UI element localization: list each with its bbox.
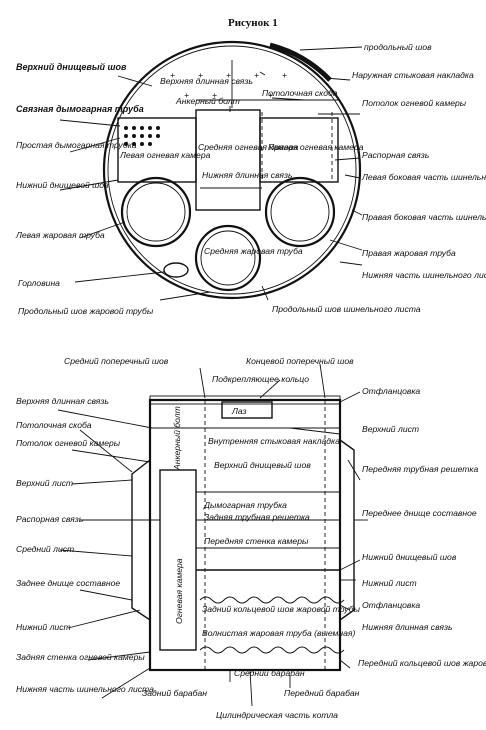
manhole xyxy=(163,262,189,278)
label-right-furnace: Правая жаровая труба xyxy=(362,248,456,258)
stiffening-ring xyxy=(149,395,341,405)
side-view-labels: Средний поперечный шов Концевой поперечн… xyxy=(16,356,486,720)
label-right-firebox: Правая огневая камера xyxy=(268,142,364,152)
label-stiffening-ring: Подкрепляющее кольцо xyxy=(212,374,309,384)
corrugated-furnace-bottom xyxy=(199,646,345,654)
label-end-circ-seam: Концевой поперечный шов xyxy=(246,356,354,366)
label-bottom-sheet-right: Нижний лист xyxy=(362,578,417,588)
label-flue-tube-side: Дымогарная трубка xyxy=(203,500,287,510)
flue-tube-grid xyxy=(124,126,160,146)
label-top-sheet-right: Верхний лист xyxy=(362,424,419,434)
label-outer-butt-strap: Наружная стыковая накладка xyxy=(352,70,474,80)
label-bottom-head-seam: Нижний днищевой шов xyxy=(16,180,109,190)
label-firebox-vertical: Огневая камера xyxy=(174,558,184,624)
label-middle-sheet: Средний лист xyxy=(16,544,74,554)
label-corrugated-furnace: Волнистая жаровая труба (выемная) xyxy=(202,628,355,638)
label-plain-flue-tube: Простая дымогарная трубка xyxy=(16,140,137,150)
svg-text:+: + xyxy=(198,70,203,80)
figure-title: Рисунок 1 xyxy=(228,17,278,29)
label-rear-head-composite: Заднее днище составное xyxy=(16,578,120,588)
label-top-long-stay-side: Верхняя длинная связь xyxy=(16,396,109,406)
label-flanging-bottom: Отфланцовка xyxy=(362,600,420,610)
left-furnace xyxy=(120,176,192,248)
svg-text:+: + xyxy=(184,90,189,100)
label-firebox-crown-side: Потолок огневой камеры xyxy=(16,438,121,448)
label-spreading-stay-side: Распорная связь xyxy=(16,514,84,524)
label-cylindrical-part: Цилиндрическая часть котла xyxy=(216,710,338,720)
boiler-shell xyxy=(102,40,362,300)
cross-section-view: + + + + + + + + xyxy=(102,40,362,300)
label-anchor-bolt-side: Анкерный болт xyxy=(172,406,182,471)
side-manhole xyxy=(221,401,273,419)
label-middle-circ-seam: Средний поперечный шов xyxy=(64,356,169,366)
label-bottom-shell-side: Нижняя часть шинельного листа xyxy=(16,684,154,694)
outer-butt-strap xyxy=(269,42,332,82)
label-ceiling-bracket: Потолочная скоба xyxy=(262,88,338,98)
label-rear-ring-seam: Задний кольцевой шов жаровой трубы xyxy=(202,604,361,614)
label-bottom-long-stay: Нижняя длинная связь xyxy=(202,170,293,180)
label-furnace-long-seam: Продольный шов жаровой трубы xyxy=(18,306,154,316)
label-bottom-head-seam-side: Нижний днищевый шов xyxy=(362,552,457,562)
middle-firebox xyxy=(195,109,261,211)
top-leaders xyxy=(59,46,363,301)
boiler-shell-inner xyxy=(107,45,357,295)
label-rear-firebox-wall: Задняя стенка огневой камеры xyxy=(16,652,145,662)
label-bottom-sheet-left: Нижний лист xyxy=(16,622,71,632)
middle-furnace xyxy=(194,224,262,292)
label-left-furnace: Левая жаровая труба xyxy=(15,230,105,240)
label-front-firebox-wall: Передняя стенка камеры xyxy=(204,536,309,546)
label-bottom-shell: Нижняя часть шинельного листа xyxy=(362,270,486,280)
label-inner-butt-strap: Внутренняя стыковая накладка xyxy=(208,436,340,446)
label-front-ring-seam: Передний кольцевой шов жаровой трубы xyxy=(358,658,486,668)
label-left-firebox: Левая огневая камера xyxy=(119,150,211,160)
svg-text:+: + xyxy=(170,70,175,80)
label-middle-drum: Средний барабан xyxy=(234,668,305,678)
label-front-head-composite: Переднее днище составное xyxy=(362,508,477,518)
label-left-side-shell: Левая боковая часть шинельного листа xyxy=(361,172,486,182)
label-front-drum: Передний барабан xyxy=(284,688,360,698)
corrugated-furnace-top xyxy=(199,596,345,604)
label-rear-drum: Задний барабан xyxy=(142,688,207,698)
svg-text:+: + xyxy=(212,90,217,100)
top-view-labels: продольный шов Верхний днищевый шов Верх… xyxy=(15,42,486,316)
firebox-chamber xyxy=(159,469,197,651)
longitudinal-section-view xyxy=(131,395,355,672)
front-head xyxy=(339,439,355,621)
side-leaders xyxy=(57,363,368,707)
label-anchor-bolt: Анкерный болт xyxy=(175,96,240,106)
label-longitudinal-seam-top: продольный шов xyxy=(364,42,432,52)
label-top-head-seam-side: Верхний днищевый шов xyxy=(214,460,311,470)
svg-text:+: + xyxy=(282,70,287,80)
right-firebox xyxy=(259,117,339,183)
label-middle-furnace: Средняя жаровая труба xyxy=(204,246,303,256)
svg-text:+: + xyxy=(254,70,259,80)
label-shell-long-seam: Продольный шов шинельного листа xyxy=(272,304,421,314)
label-top-head-seam: Верхний днищевый шов xyxy=(16,62,127,72)
rear-head xyxy=(131,458,151,622)
label-rear-tube-plate: Задняя трубная решетка xyxy=(204,512,310,522)
ceiling-brackets xyxy=(261,112,333,182)
label-manhole: Горловина xyxy=(18,278,60,288)
label-top-sheet-left: Верхний лист xyxy=(16,478,73,488)
steam-space-rivets: + + + + + + + + xyxy=(170,70,287,100)
label-firebox-crown: Потолок огневой камеры xyxy=(362,98,467,108)
label-front-tube-plate: Передняя трубная решетка xyxy=(362,464,478,474)
label-top-long-stay: Верхняя длинная связь xyxy=(160,76,253,86)
label-middle-firebox: Средняя огневая камера xyxy=(198,142,299,152)
label-flanging-top: Отфланцовка xyxy=(362,386,420,396)
label-tie-flue-tube: Связная дымогарная труба xyxy=(16,104,144,114)
label-right-side-shell: Правая боковая часть шинельного листа xyxy=(362,212,486,222)
svg-text:+: + xyxy=(268,90,273,100)
right-furnace xyxy=(264,176,336,248)
label-side-manhole: Лаз xyxy=(231,406,246,416)
label-spreading-stay: Распорная связь xyxy=(362,150,430,160)
label-ceiling-bracket-side: Потолочная скоба xyxy=(16,420,92,430)
label-bottom-long-stay-side: Нижняя длинная связь xyxy=(362,622,453,632)
svg-text:+: + xyxy=(226,70,231,80)
